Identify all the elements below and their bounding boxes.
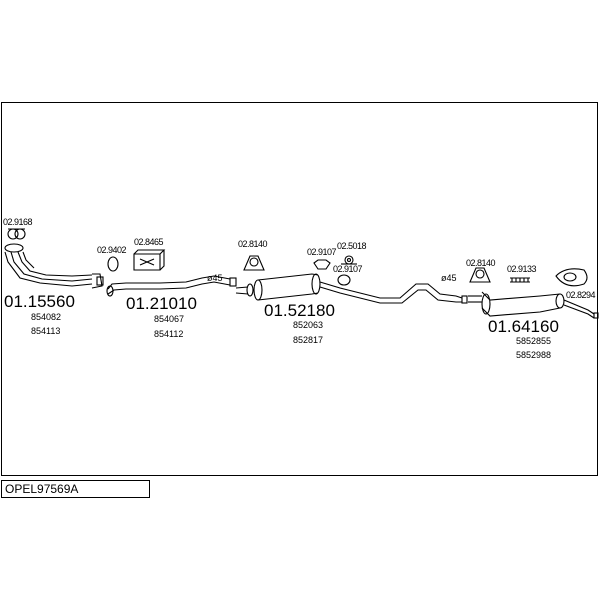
fitting-label-02-8465: 02.8465 (134, 237, 164, 247)
part-number-01-21010: 01.21010 (126, 294, 197, 313)
gasket-02-8294-drawing (555, 268, 588, 287)
part-number-01-15560: 01.15560 (4, 292, 75, 311)
fitting-label-02-8140-right: 02.8140 (466, 258, 496, 268)
fitting-label-02-9107-bottom: 02.9107 (333, 264, 363, 274)
gasket-02-9402-drawing (107, 256, 119, 272)
fitting-label-02-8140-left: 02.8140 (238, 239, 268, 249)
part-ref-5852988: 5852988 (516, 350, 551, 360)
part-ref-854113: 854113 (31, 326, 60, 336)
part-number-01-64160: 01.64160 (488, 317, 559, 336)
fitting-label-02-5018: 02.5018 (337, 241, 367, 251)
part-ref-852063: 852063 (293, 320, 323, 330)
diameter-label-right: ø45 (441, 273, 457, 283)
clamp-02-9168-drawing (7, 228, 26, 240)
ring-02-5018-drawing (341, 255, 357, 265)
rear-silencer-drawing (468, 291, 599, 319)
front-pipe-drawing (4, 243, 104, 289)
hanger-02-8140-left-drawing (243, 255, 265, 271)
part-ref-854067: 854067 (154, 314, 184, 324)
fitting-label-02-9107-top: 02.9107 (307, 247, 337, 257)
fitting-label-02-9168: 02.9168 (3, 217, 33, 227)
rubber-02-9107-bottom-drawing (337, 274, 351, 286)
hanger-02-8140-right-drawing (469, 267, 491, 283)
rubber-02-9107-top-drawing (313, 259, 331, 270)
diameter-label-left: ø45 (207, 273, 223, 283)
diagram-code: OPEL97569A (1, 480, 150, 498)
strap-02-9133-drawing (510, 277, 530, 283)
part-ref-854112: 854112 (154, 329, 183, 339)
fitting-label-02-9133: 02.9133 (507, 264, 537, 274)
fitting-label-02-9402: 02.9402 (97, 245, 127, 255)
part-number-01-52180: 01.52180 (264, 301, 335, 320)
part-ref-854082: 854082 (31, 312, 61, 322)
diagram-frame (1, 102, 598, 476)
kit-02-8465-drawing (133, 249, 166, 271)
part-ref-852817: 852817 (293, 335, 323, 345)
part-ref-5852855: 5852855 (516, 336, 551, 346)
centre-silencer-drawing (235, 273, 468, 304)
fitting-label-02-8294: 02.8294 (566, 290, 596, 300)
intermediate-pipe-drawing (106, 275, 237, 297)
